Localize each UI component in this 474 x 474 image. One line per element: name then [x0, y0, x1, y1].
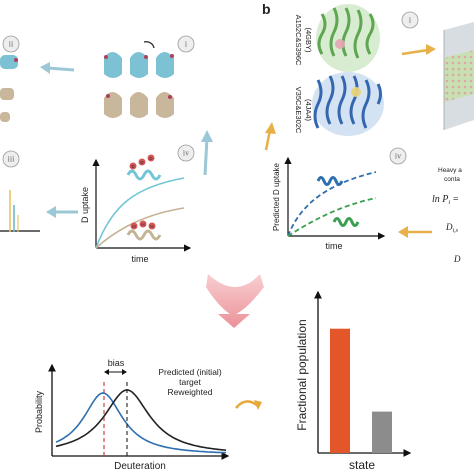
roman-circle-a-iii: [2, 150, 20, 168]
helix-icon-fast: [126, 169, 162, 181]
panel-b: b A152C&S396C (4GBY) V35C&E302C (4JA4) i: [262, 1, 474, 264]
roman-circle-a-ii: [2, 35, 20, 53]
legend-target: target: [179, 377, 201, 387]
protein-structure-upper: [316, 4, 380, 72]
roman-circle-a-iv: [177, 144, 195, 162]
helix-icon-green: [332, 217, 360, 227]
eq-d-term: Di,s: [445, 222, 459, 234]
eq-contact-label: conta: [444, 176, 460, 183]
curved-arrow-head: [254, 400, 262, 410]
bias-label: bias: [108, 358, 125, 368]
arrow-head-b-i: [265, 122, 276, 134]
arrow-to-membrane: [401, 48, 429, 56]
equation-box: Heavy a conta ln Pi= Di,s D: [432, 167, 462, 264]
helix-icon-blue: [316, 176, 344, 186]
pop-ylabel: Fractional population: [295, 319, 309, 430]
hydrogen-dot: [139, 220, 147, 228]
hydrogen-mark: H: [132, 224, 135, 229]
roman-circle-a-i: [177, 35, 195, 53]
eq-d-term-2: D: [453, 254, 461, 264]
arrow-a-i-to-ii: [47, 66, 75, 72]
panel-a: ii i iii: [0, 35, 213, 264]
rotation-arrow-icon: [143, 41, 155, 49]
roman-b-i: i: [409, 16, 412, 25]
chart-a-iv: D uptake time D D D H H H: [80, 154, 192, 264]
deuterium-mark: D: [140, 160, 144, 165]
roman-a-iv: iv: [183, 149, 189, 158]
hydrogen-mark: H: [150, 224, 153, 229]
deuterium-dot: [147, 154, 155, 162]
population-chart: Fractional population state: [295, 290, 412, 472]
bias-arrow-head-left: [104, 369, 109, 375]
bar-state-1: [330, 328, 350, 453]
arrow-head-a-iii: [46, 206, 56, 218]
roman-circle-b-i: [401, 11, 419, 29]
curve-reweighted: [55, 392, 227, 454]
protein-cartoon-a-ii: [0, 55, 18, 122]
helix-icon-slow: [126, 229, 162, 241]
roman-a-i: i: [185, 40, 188, 49]
bias-arrow-head-right: [122, 369, 127, 375]
eq-heavy-label: Heavy a: [438, 167, 462, 174]
pop-xlabel: state: [349, 458, 375, 472]
chart-b-iv: Predicted D uptake time: [272, 156, 386, 251]
legend-predicted: Predicted (initial): [158, 367, 221, 377]
chart-a-iii-partial: [0, 190, 40, 232]
hydrogen-dot: [148, 222, 156, 230]
curve-predicted-initial: [55, 389, 227, 451]
chart-b-iv-xlabel: time: [325, 241, 342, 251]
roman-b-iv: iv: [395, 152, 401, 161]
curve-slow-exchange: [95, 207, 185, 249]
bar-state-2: [372, 411, 392, 453]
protein-structure-lower: [312, 72, 384, 136]
main-flow-arrow: [206, 274, 264, 328]
roman-circle-b-iv: [389, 147, 407, 165]
arrow-head-b-iv: [398, 226, 408, 238]
eq-lhs: ln Pi=: [432, 194, 459, 206]
distribution-chart: bias Predicted (initial) target Reweight…: [34, 358, 230, 472]
legend-reweighted: Reweighted: [168, 387, 213, 397]
protein-pdb-upper: (4GBY): [304, 27, 313, 53]
curve-predicted-blue: [287, 171, 377, 237]
roman-a-ii: ii: [9, 40, 14, 49]
roman-a-iii: iii: [8, 155, 15, 164]
protein-cartoon-a-i: [104, 52, 174, 118]
chart-b-iv-ylabel: Predicted D uptake: [272, 162, 281, 231]
protein-label-lower: V35C&E302C: [294, 87, 303, 134]
curved-arrow-icon: [235, 400, 259, 409]
protein-pdb-lower: (4JA4): [304, 99, 313, 122]
membrane-simulation-box: [443, 22, 474, 130]
hydrogen-dot: [130, 222, 138, 230]
curve-predicted-green: [287, 197, 377, 237]
chart-a-iv-xlabel: time: [131, 254, 148, 264]
deuterium-mark: D: [149, 156, 153, 161]
arrow-head-a-i: [201, 130, 213, 142]
hydrogen-mark: H: [141, 222, 144, 227]
curve-fast-exchange: [95, 177, 185, 249]
chart-a-iv-ylabel: D uptake: [80, 187, 90, 223]
protein-label-upper: A152C&S396C: [294, 15, 303, 66]
dist-ylabel: Probability: [34, 390, 44, 433]
deuterium-dot: [129, 162, 137, 170]
panel-b-label: b: [262, 1, 271, 17]
deuterium-mark: D: [131, 164, 135, 169]
dist-xlabel: Deuteration: [114, 461, 166, 472]
deuterium-dot: [138, 158, 146, 166]
arrow-head-membrane: [426, 44, 436, 55]
arrow-head-a-ii: [40, 62, 50, 74]
arrow-a-iv-to-i: [203, 137, 209, 176]
